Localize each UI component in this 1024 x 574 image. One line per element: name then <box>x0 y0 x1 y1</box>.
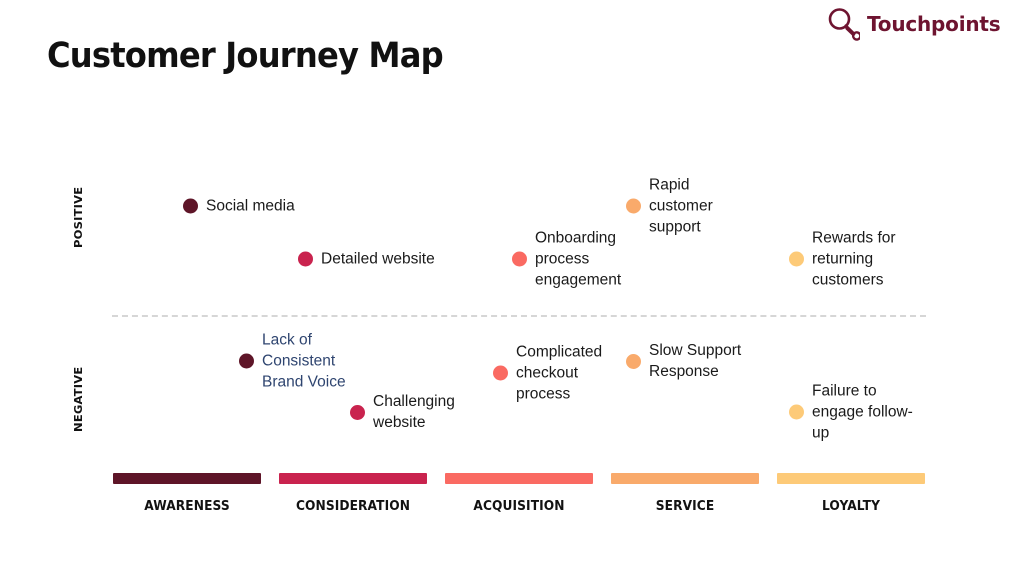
touchpoint-item[interactable]: Rewards for returning customers <box>789 228 896 291</box>
touchpoint-item[interactable]: Detailed website <box>298 249 435 270</box>
stage-loyalty[interactable]: LOYALTY <box>777 473 925 518</box>
touchpoint-dot <box>183 198 198 214</box>
touchpoint-label: Complicated checkout process <box>516 343 603 403</box>
touchpoint-item[interactable]: Social media <box>183 196 295 217</box>
touchpoint-label: Slow Support Response <box>649 342 742 380</box>
touchpoint-item[interactable]: Rapid customer support <box>626 175 713 238</box>
stage-label: AWARENESS <box>144 499 230 514</box>
touchpoint-item[interactable]: Lack of Consistent Brand Voice <box>239 330 346 393</box>
touchpoint-label: Detailed website <box>321 250 435 268</box>
touchpoints-badge: Touchpoints <box>826 6 1001 42</box>
touchpoint-label: Failure to engage follow- up <box>812 382 913 442</box>
touchpoint-item[interactable]: Slow Support Response <box>626 340 741 382</box>
journey-stage-bars: AWARENESS CONSIDERATION ACQUISITION SERVICE… <box>113 473 925 518</box>
stage-label: LOYALTY <box>821 499 881 514</box>
stage-label: SERVICE <box>655 499 715 514</box>
touchpoint-label: Rapid customer support <box>649 176 713 236</box>
stage-consideration[interactable]: CONSIDERATION <box>279 473 427 518</box>
stage-bar <box>445 473 593 484</box>
stage-label: ACQUISITION <box>473 499 565 514</box>
touchpoint-dot <box>298 251 313 267</box>
touchpoint-dot <box>626 353 641 369</box>
touchpoint-dot <box>239 353 254 369</box>
axis-label-positive: POSITIVE <box>72 186 85 248</box>
touchpoint-label: Challenging website <box>373 393 455 431</box>
magnifier-icon <box>826 6 860 42</box>
stage-acquisition[interactable]: ACQUISITION <box>445 473 593 518</box>
touchpoint-dot <box>789 251 804 267</box>
stage-bar <box>777 473 925 484</box>
touchpoint-label: Rewards for returning customers <box>812 229 896 289</box>
touchpoint-item[interactable]: Onboarding process engagement <box>512 228 621 291</box>
touchpoint-dot <box>512 251 527 267</box>
touchpoint-item[interactable]: Complicated checkout process <box>493 342 602 405</box>
touchpoints-label: Touchpoints <box>867 12 1001 36</box>
sentiment-divider <box>112 315 926 317</box>
axis-label-negative: NEGATIVE <box>72 366 85 432</box>
touchpoint-dot <box>493 365 508 381</box>
stage-bar <box>611 473 759 484</box>
touchpoint-dot <box>789 404 804 420</box>
stage-label: CONSIDERATION <box>295 499 411 514</box>
touchpoint-label: Onboarding process engagement <box>535 229 622 289</box>
touchpoint-item[interactable]: Challenging website <box>350 391 455 433</box>
touchpoint-label: Lack of Consistent Brand Voice <box>262 331 346 391</box>
touchpoint-dot <box>626 198 641 214</box>
stage-awareness[interactable]: AWARENESS <box>113 473 261 518</box>
stage-bar <box>113 473 261 484</box>
touchpoint-label: Social media <box>206 197 295 215</box>
stage-bar <box>279 473 427 484</box>
touchpoint-dot <box>350 404 365 420</box>
touchpoint-item[interactable]: Failure to engage follow- up <box>789 381 913 444</box>
page-title: Customer Journey Map <box>47 36 444 76</box>
stage-service[interactable]: SERVICE <box>611 473 759 518</box>
